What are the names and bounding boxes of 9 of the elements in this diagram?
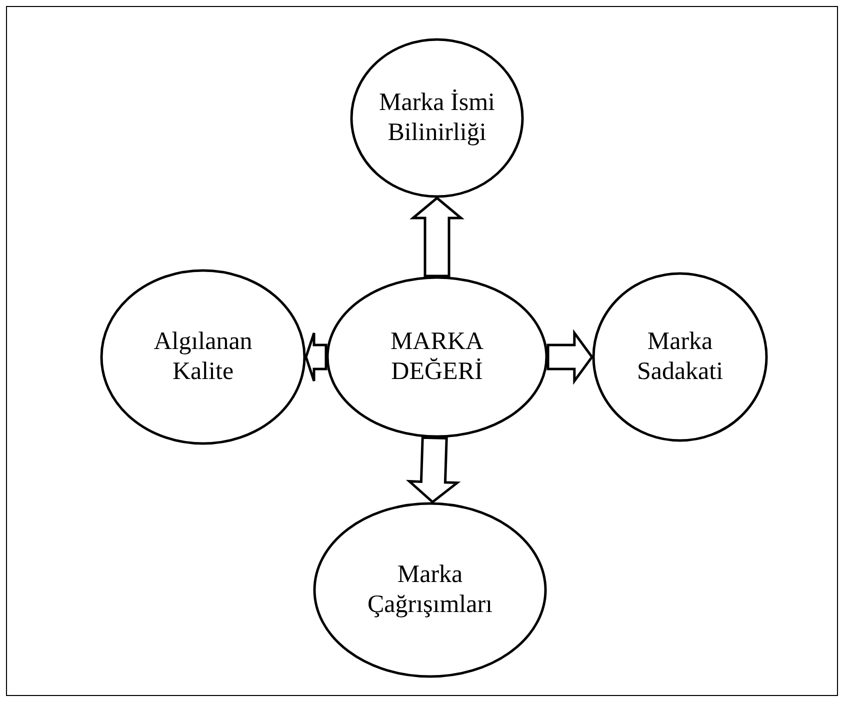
block-arrow (546, 329, 594, 385)
block-arrow (406, 436, 461, 504)
block-arrow (410, 196, 464, 278)
node-label: MARKA DEĞERİ (389, 327, 485, 387)
node-label: Marka Sadakati (636, 327, 724, 387)
block-arrow (304, 332, 328, 382)
node-label: Algılanan Kalite (152, 327, 254, 387)
node-label: Marka Çağrışımları (366, 560, 494, 620)
node-label: Marka İsmi Bilinirliği (378, 88, 496, 148)
